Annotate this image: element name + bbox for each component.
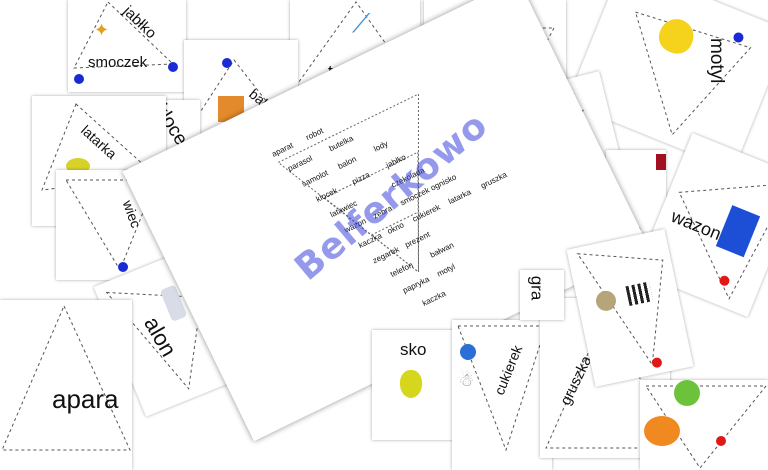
card-cukierek[interactable]: ☃ cukierek xyxy=(452,320,552,470)
card-wazon[interactable]: wazon xyxy=(636,132,768,318)
card-triangle-outline xyxy=(457,325,547,452)
card-triangle-outline xyxy=(645,385,768,469)
card-triangle-outline xyxy=(73,1,175,69)
pear-icon xyxy=(400,370,422,398)
card-triangle-outline xyxy=(678,182,768,300)
pacifier-icon xyxy=(460,344,476,360)
card-triangle-outline xyxy=(105,291,202,390)
card-grabie[interactable]: gra xyxy=(520,270,564,320)
card-aparat[interactable]: apara xyxy=(0,300,132,470)
red-dot xyxy=(716,436,726,446)
blue-dot xyxy=(118,262,128,272)
card-triangle-outline xyxy=(634,11,752,136)
kite-icon: ✦ xyxy=(94,20,110,40)
umbrella-icon xyxy=(656,154,666,170)
ball-icon xyxy=(674,380,700,406)
snowman-icon: ☃ xyxy=(458,370,475,390)
card-motyl[interactable]: motyl xyxy=(566,0,768,171)
card-word: sko xyxy=(400,340,427,359)
card-word: smoczek xyxy=(88,54,148,71)
main-worksheet[interactable]: aparat robot parasol butelka samolot bal… xyxy=(122,0,650,442)
card-jablko-smoczek[interactable]: jabłko smoczek ✦ xyxy=(68,0,186,92)
card-triangle-outline xyxy=(545,302,669,449)
blue-dot xyxy=(74,74,84,84)
safety-pin-icon: ⟋ xyxy=(352,8,371,38)
blue-dot xyxy=(168,62,178,72)
card-balon[interactable]: alon xyxy=(93,247,245,417)
card-okno[interactable]: sko xyxy=(372,330,462,440)
card-dynia[interactable] xyxy=(640,380,768,470)
card-word: apara xyxy=(52,384,119,414)
card-zegarek[interactable] xyxy=(566,229,694,387)
card-word: gra xyxy=(527,275,547,301)
pumpkin-icon xyxy=(644,416,680,446)
worksheet-grid xyxy=(277,93,419,274)
blue-dot xyxy=(222,58,232,68)
card-triangle-outline xyxy=(576,253,664,367)
card-triangle-outline xyxy=(1,304,131,451)
card-word: motyl xyxy=(705,38,727,84)
card-triangle-outline xyxy=(65,179,157,272)
